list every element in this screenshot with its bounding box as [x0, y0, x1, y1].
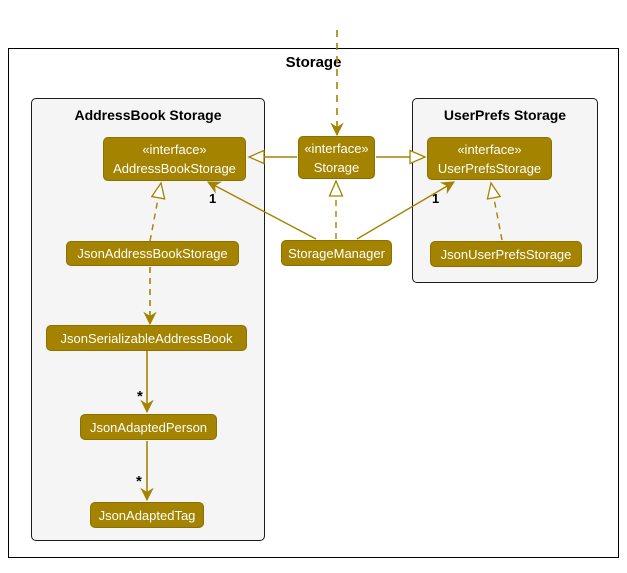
class-name: JsonAdaptedTag: [98, 507, 196, 523]
class-name: StorageManager: [288, 245, 385, 261]
class-name: JsonAddressBookStorage: [77, 246, 228, 261]
stereotype-label: «interface»: [457, 141, 522, 157]
frame-title: Storage: [285, 54, 342, 71]
class-box-jsonuserprefsstorage: JsonUserPrefsStorage: [430, 241, 582, 267]
stereotype-label: «interface»: [304, 140, 369, 156]
class-name: UserPrefsStorage: [437, 160, 542, 176]
multiplicity-label-manager-userprefsstorage: 1: [432, 191, 440, 206]
class-box-jsonserializableaddressbook: JsonSerializableAddressBook: [46, 325, 247, 351]
class-box-jsonaddressbookstorage: JsonAddressBookStorage: [66, 241, 239, 266]
container-userprefs-title: UserPrefs Storage: [443, 107, 567, 123]
class-name: JsonAdaptedPerson: [89, 419, 208, 435]
class-name: JsonUserPrefsStorage: [440, 246, 572, 262]
class-box-storagemanager: StorageManager: [281, 240, 392, 266]
multiplicity-label-person-tag: *: [136, 473, 142, 490]
class-box-userprefsstorage: «interface» UserPrefsStorage: [427, 137, 552, 180]
class-name: Storage: [313, 159, 360, 175]
class-box-storage: «interface» Storage: [298, 136, 375, 179]
container-addressbook-title: AddressBook Storage: [74, 107, 222, 123]
stereotype-label: «interface»: [142, 142, 207, 157]
class-name: AddressBookStorage: [113, 161, 236, 176]
class-box-jsonadaptedperson: JsonAdaptedPerson: [80, 414, 217, 440]
class-box-addressbookstorage: «interface» AddressBookStorage: [103, 137, 246, 181]
multiplicity-label-serializable-person: *: [137, 388, 143, 405]
multiplicity-label-manager-addressbookstorage: 1: [209, 191, 217, 206]
class-name: JsonSerializableAddressBook: [60, 330, 233, 346]
class-box-jsonadaptedtag: JsonAdaptedTag: [90, 502, 204, 528]
